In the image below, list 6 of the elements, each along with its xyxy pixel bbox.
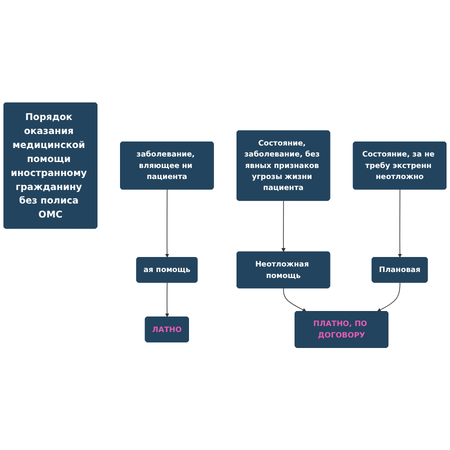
arrow — [281, 200, 286, 252]
arrow — [398, 189, 402, 258]
arrow — [165, 189, 170, 258]
arrow — [377, 282, 400, 312]
arrow — [165, 282, 170, 318]
arrow — [283, 288, 306, 312]
